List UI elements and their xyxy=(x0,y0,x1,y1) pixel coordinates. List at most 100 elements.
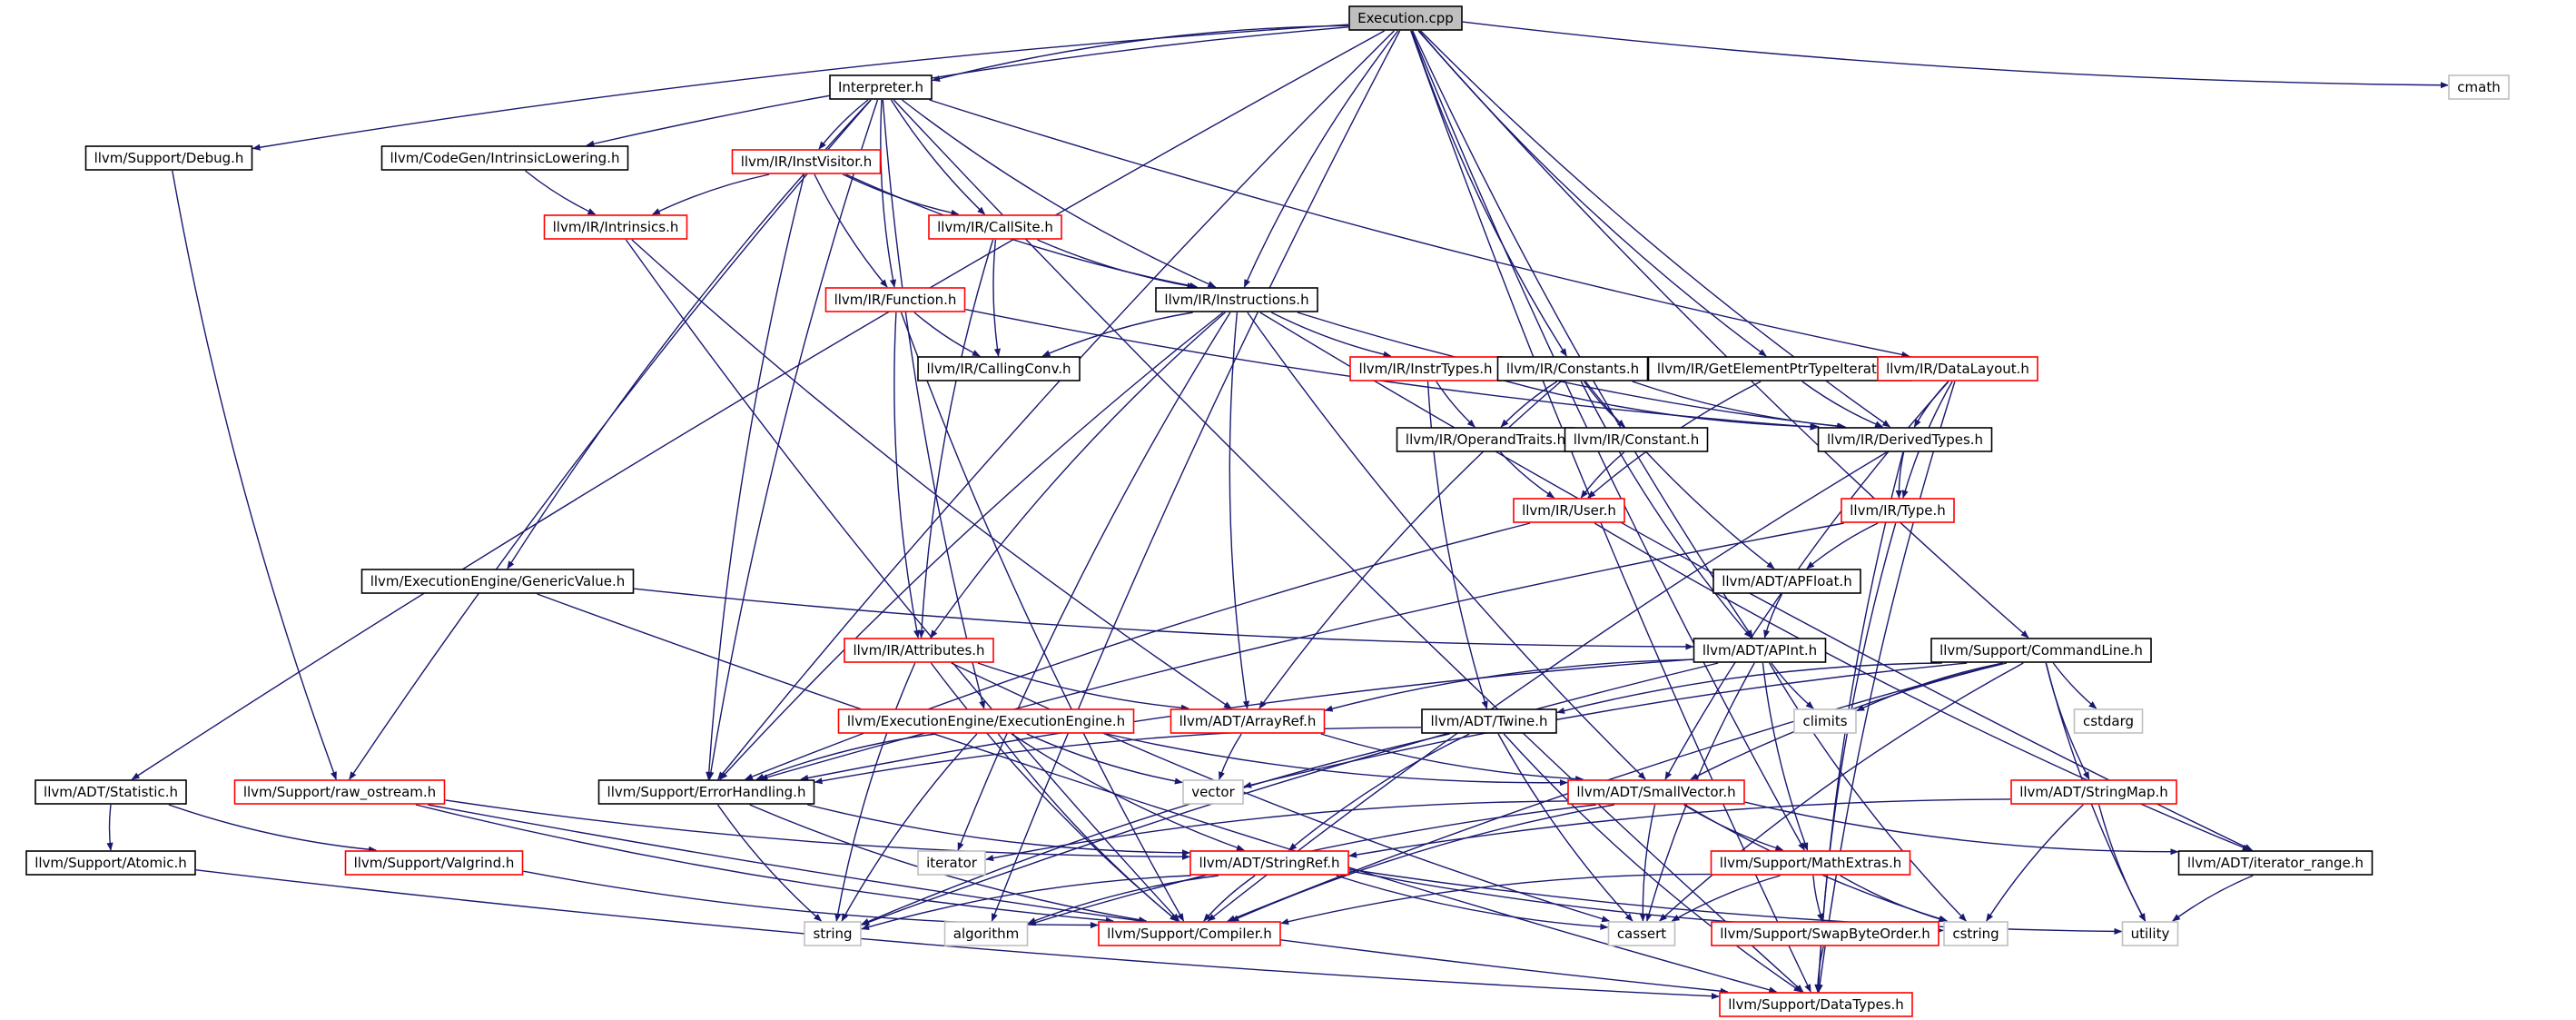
node-user[interactable]: llvm/IR/User.h xyxy=(1513,498,1625,523)
edge-stringmap-to-cstring xyxy=(1986,804,2084,922)
node-gepti[interactable]: llvm/IR/GetElementPtrTypeIterator.h xyxy=(1647,356,1912,381)
node-intrinsics[interactable]: llvm/IR/Intrinsics.h xyxy=(543,214,688,240)
node-atomic[interactable]: llvm/Support/Atomic.h xyxy=(25,850,196,876)
node-box-commandline xyxy=(1930,638,2152,663)
node-utility[interactable]: utility xyxy=(2121,921,2179,946)
node-genericvalue[interactable]: llvm/ExecutionEngine/GenericValue.h xyxy=(360,569,635,594)
edge-stringmap-to-stringref xyxy=(1348,798,2011,858)
node-label-operandtraits: llvm/IR/OperandTraits.h xyxy=(1406,431,1565,448)
node-vector[interactable]: vector xyxy=(1182,779,1244,805)
node-compiler[interactable]: llvm/Support/Compiler.h xyxy=(1098,921,1281,946)
edge-iterrange-to-utility xyxy=(2172,875,2254,922)
node-label-callsite: llvm/IR/CallSite.h xyxy=(937,219,1053,235)
node-function[interactable]: llvm/IR/Function.h xyxy=(824,287,966,312)
edge-commandline-to-cstdarg xyxy=(2052,662,2097,709)
node-debug[interactable]: llvm/Support/Debug.h xyxy=(84,145,253,171)
edge-smallvector-to-compiler xyxy=(1230,804,1615,922)
node-cstring[interactable]: cstring xyxy=(1943,921,2008,946)
edge-stringref-to-utility xyxy=(1348,868,2123,936)
node-type[interactable]: llvm/IR/Type.h xyxy=(1841,498,1955,523)
node-operandtraits[interactable]: llvm/IR/OperandTraits.h xyxy=(1396,427,1575,452)
node-rawostream[interactable]: llvm/Support/raw_ostream.h xyxy=(233,779,446,805)
node-attributes[interactable]: llvm/IR/Attributes.h xyxy=(844,638,994,663)
edge-attributes-to-compiler xyxy=(930,662,1179,922)
node-box-mathextras xyxy=(1710,850,1911,876)
node-label-climits: climits xyxy=(1802,713,1847,729)
node-twine[interactable]: llvm/ADT/Twine.h xyxy=(1421,708,1557,734)
node-callingconv[interactable]: llvm/IR/CallingConv.h xyxy=(917,356,1081,381)
edge-instrtypes-to-twine xyxy=(1426,381,1488,709)
node-intrinlow[interactable]: llvm/CodeGen/IntrinsicLowering.h xyxy=(380,145,629,171)
edge-function-to-attributes xyxy=(893,312,921,639)
edge-execengine-to-string xyxy=(841,733,978,922)
edge-function-to-compiler xyxy=(900,312,1185,922)
node-cmath[interactable]: cmath xyxy=(2448,74,2510,100)
node-stringref[interactable]: llvm/ADT/StringRef.h xyxy=(1189,850,1349,876)
edge-user-to-errorhandling xyxy=(745,522,1531,780)
node-swapbyteorder[interactable]: llvm/Support/SwapByteOrder.h xyxy=(1711,921,1939,946)
node-constants[interactable]: llvm/IR/Constants.h xyxy=(1496,356,1649,381)
node-box-cstdarg xyxy=(2073,708,2144,734)
edge-instructions-to-smallvector xyxy=(1247,312,1646,780)
node-label-rawostream: llvm/Support/raw_ostream.h xyxy=(243,784,436,801)
node-iterrange[interactable]: llvm/ADT/iterator_range.h xyxy=(2177,850,2374,876)
edge-statistic-to-valgrind xyxy=(168,804,377,853)
node-label-apfloat: llvm/ADT/APFloat.h xyxy=(1722,573,1852,589)
node-constant[interactable]: llvm/IR/Constant.h xyxy=(1564,427,1709,452)
node-datatypes[interactable]: llvm/Support/DataTypes.h xyxy=(1719,992,1913,1017)
node-label-valgrind: llvm/Support/Valgrind.h xyxy=(354,855,515,871)
node-box-cstring xyxy=(1943,921,2008,946)
node-climits[interactable]: climits xyxy=(1793,708,1857,734)
node-box-vector xyxy=(1182,779,1244,805)
node-execution[interactable]: Execution.cpp xyxy=(1348,5,1463,31)
edge-attributes-to-string xyxy=(834,662,916,922)
node-instvisitor[interactable]: llvm/IR/InstVisitor.h xyxy=(731,149,882,174)
edge-execution-to-intrinlow xyxy=(586,26,1349,147)
node-box-iterrange xyxy=(2177,850,2374,876)
node-callsite[interactable]: llvm/IR/CallSite.h xyxy=(928,214,1062,240)
node-arrayref[interactable]: llvm/ADT/ArrayRef.h xyxy=(1170,708,1326,734)
node-label-interpreter: Interpreter.h xyxy=(838,79,923,95)
node-box-instvisitor xyxy=(731,149,882,174)
node-box-execution xyxy=(1348,5,1463,31)
nodes-layer: Execution.cpp cmath Interpreter.h llvm/Supp… xyxy=(25,5,2510,1017)
node-derivedtypes[interactable]: llvm/IR/DerivedTypes.h xyxy=(1817,427,1993,452)
edge-genericvalue-to-apint xyxy=(634,588,1694,650)
node-instrtypes[interactable]: llvm/IR/InstrTypes.h xyxy=(1349,356,1502,381)
node-box-attributes xyxy=(844,638,994,663)
node-valgrind[interactable]: llvm/Support/Valgrind.h xyxy=(344,850,524,876)
node-label-instvisitor: llvm/IR/InstVisitor.h xyxy=(741,153,873,170)
node-instructions[interactable]: llvm/IR/Instructions.h xyxy=(1155,287,1318,312)
edge-mathextras-to-compiler xyxy=(1280,873,1711,926)
edge-execution-to-commandline xyxy=(1417,30,2029,639)
node-apint[interactable]: llvm/ADT/APInt.h xyxy=(1693,638,1827,663)
node-interpreter[interactable]: Interpreter.h xyxy=(829,74,933,100)
node-iterator[interactable]: iterator xyxy=(917,850,986,876)
node-box-arrayref xyxy=(1170,708,1326,734)
node-execengine[interactable]: llvm/ExecutionEngine/ExecutionEngine.h xyxy=(837,708,1135,734)
node-algorithm[interactable]: algorithm xyxy=(943,921,1029,946)
node-errorhandling[interactable]: llvm/Support/ErrorHandling.h xyxy=(597,779,815,805)
edge-instvisitor-to-errorhandling xyxy=(706,173,805,780)
edge-smallvector-to-iterrange xyxy=(1744,801,2179,856)
edge-stringmap-to-utility xyxy=(2097,804,2147,922)
node-cassert[interactable]: cassert xyxy=(1607,921,1676,946)
node-mathextras[interactable]: llvm/Support/MathExtras.h xyxy=(1710,850,1911,876)
edge-statistic-to-atomic xyxy=(106,804,114,851)
node-datalayout[interactable]: llvm/IR/DataLayout.h xyxy=(1877,356,2038,381)
node-box-constant xyxy=(1564,427,1709,452)
edge-apint-to-mathextras xyxy=(1762,662,1809,851)
node-cstdarg[interactable]: cstdarg xyxy=(2073,708,2144,734)
node-smallvector[interactable]: llvm/ADT/SmallVector.h xyxy=(1567,779,1745,805)
node-string[interactable]: string xyxy=(804,921,862,946)
node-stringmap[interactable]: llvm/ADT/StringMap.h xyxy=(2010,779,2177,805)
edge-stringref-to-string xyxy=(861,875,1191,931)
node-apfloat[interactable]: llvm/ADT/APFloat.h xyxy=(1712,569,1861,594)
node-label-cstring: cstring xyxy=(1952,926,1999,942)
node-commandline[interactable]: llvm/Support/CommandLine.h xyxy=(1930,638,2152,663)
node-label-instructions: llvm/IR/Instructions.h xyxy=(1164,292,1308,308)
edge-operandtraits-to-user xyxy=(1499,451,1555,499)
node-statistic[interactable]: llvm/ADT/Statistic.h xyxy=(35,779,187,805)
edge-genericvalue-to-datatypes xyxy=(537,593,1778,994)
node-box-function xyxy=(824,287,966,312)
